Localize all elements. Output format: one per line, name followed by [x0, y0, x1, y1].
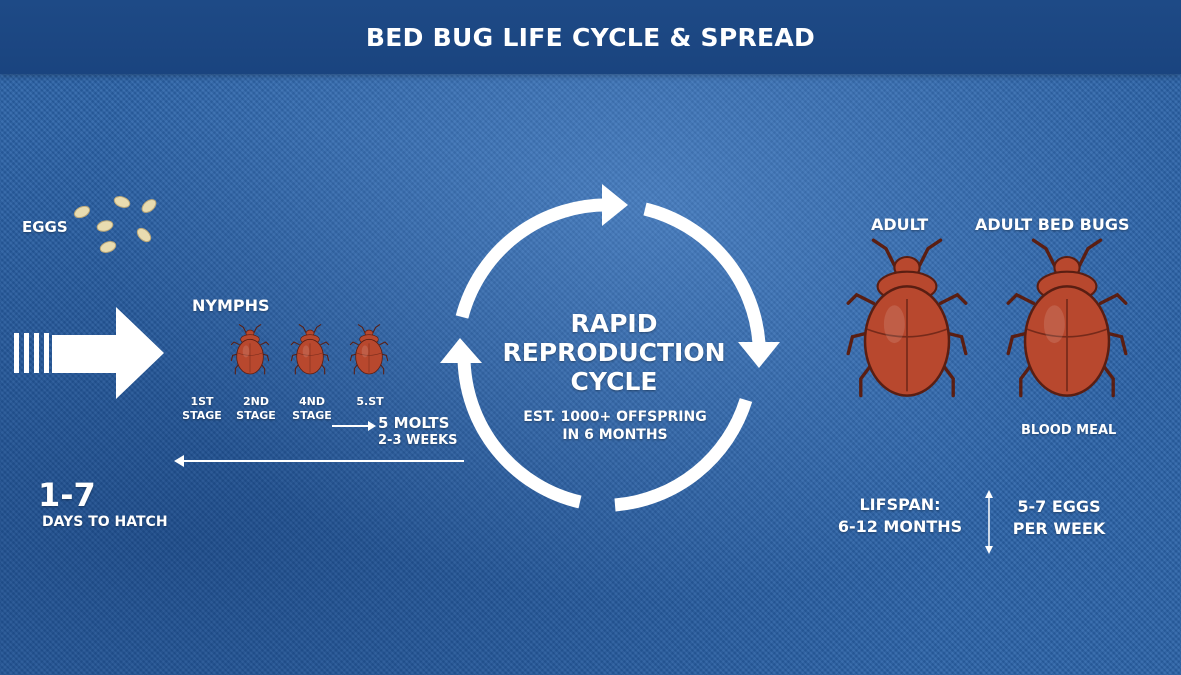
eggs-per-week-block: 5-7 EGGS PER WEEK: [1012, 497, 1106, 538]
eggs-label: EGGS: [22, 218, 68, 236]
return-arrow-icon: [174, 455, 464, 467]
cycle-arrows-icon: [440, 184, 780, 512]
page-title: BED BUG LIFE CYCLE & SPREAD: [365, 22, 816, 52]
adult-bed-bugs-label: ADULT BED BUGS: [975, 215, 1130, 234]
nymph-bug-icon: [349, 324, 389, 375]
hatch-days-label: DAYS TO HATCH: [42, 514, 168, 530]
adult-label: ADULT: [871, 215, 929, 234]
header-bar: BED BUG LIFE CYCLE & SPREAD: [0, 0, 1181, 74]
molts-label: 5 MOLTS: [378, 414, 450, 432]
adult-bed-bug-icon: [846, 238, 968, 398]
stage-4-label: 4ND STAGE: [292, 395, 332, 422]
cycle-title: RAPID REPRODUCTION CYCLE: [502, 309, 726, 396]
hatch-days-value: 1-7: [38, 476, 96, 514]
big-right-arrow-icon: [14, 307, 164, 399]
nymphs-label: NYMPHS: [192, 296, 270, 315]
blood-meal-label: BLOOD MEAL: [1021, 423, 1117, 438]
molts-arrow-icon: [332, 421, 376, 431]
weeks-label: 2-3 WEEKS: [378, 433, 458, 448]
nymph-bug-icon: [230, 324, 270, 375]
nymph-bug-icon: [290, 324, 330, 375]
stage-5-label: 5.ST: [356, 395, 384, 408]
lifespan-block: LIFSPAN: 6-12 MONTHS: [837, 495, 963, 536]
adult-bed-bug-fed-icon: [1006, 238, 1128, 398]
cycle-subtitle: EST. 1000+ OFFSPRING IN 6 MONTHS: [523, 409, 707, 443]
stage-1-label: 1ST STAGE: [182, 395, 222, 422]
vertical-double-arrow-icon: [985, 490, 993, 554]
stage-2-label: 2ND STAGE: [236, 395, 276, 422]
eggs-cluster-icon: [73, 196, 157, 253]
